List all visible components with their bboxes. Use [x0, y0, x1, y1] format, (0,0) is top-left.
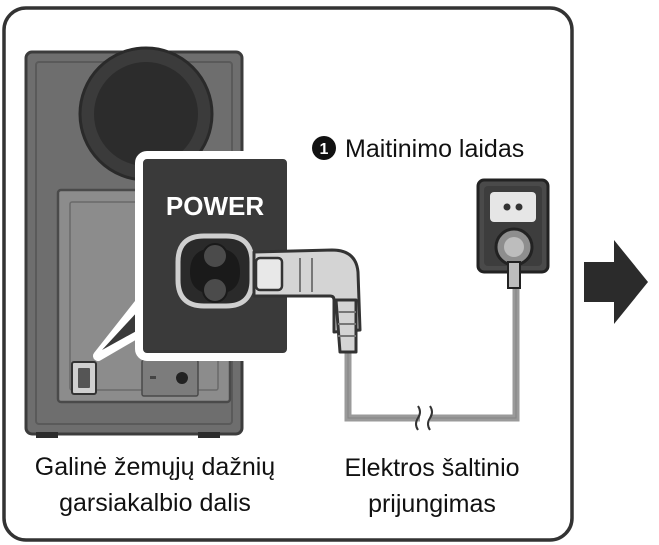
step-number-badge: [312, 136, 336, 160]
cable-title: 1 Maitinimo laidas: [312, 135, 524, 163]
subwoofer-caption-line1: Galinė žemųjų dažnių: [35, 453, 275, 481]
next-arrow-icon: [584, 240, 648, 324]
outlet-caption-line2: prijungimas: [368, 490, 496, 518]
power-socket-icon: [175, 233, 255, 309]
subwoofer-caption-line2: garsiakalbio dalis: [59, 489, 251, 517]
cable-line: [344, 288, 520, 422]
power-switch-rocker: [78, 368, 90, 388]
cable-plug: [252, 248, 362, 354]
power-cable: [252, 248, 520, 431]
outlet-caption-line1: Elektros šaltinio: [344, 454, 519, 482]
step-number: 1: [320, 141, 329, 158]
cable-break-icon: [415, 405, 433, 431]
power-label: POWER: [166, 191, 264, 221]
connector-jack: [176, 372, 188, 384]
wall-outlet-icon: [476, 178, 550, 289]
connector-led: [150, 376, 156, 379]
power-callout: POWER: [93, 151, 295, 361]
foot-right: [198, 432, 220, 438]
cable-title-text: Maitinimo laidas: [345, 135, 524, 163]
woofer-cone: [94, 62, 198, 166]
foot-left: [36, 432, 58, 438]
